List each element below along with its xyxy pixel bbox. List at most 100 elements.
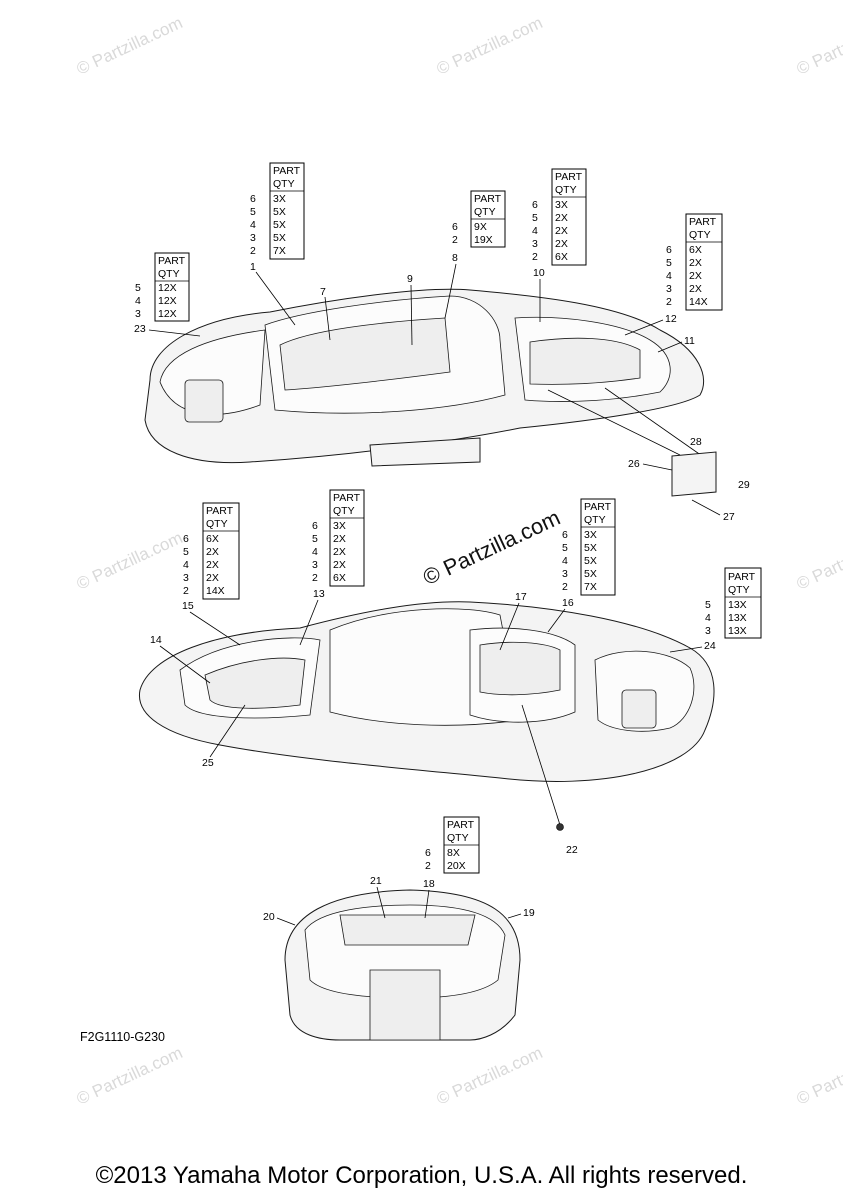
callout-18: 18 bbox=[423, 878, 435, 890]
callout-23: 23 bbox=[134, 323, 146, 335]
qty-cell: 2X bbox=[555, 238, 568, 250]
part-number: 6 bbox=[183, 533, 189, 545]
qty-cell: 5X bbox=[273, 232, 286, 244]
qty-cell: 2X bbox=[555, 225, 568, 237]
table-header: QTY bbox=[728, 584, 750, 596]
part-number: 6 bbox=[425, 847, 431, 859]
table-header: PART bbox=[158, 255, 186, 267]
table-header: PART bbox=[273, 165, 301, 177]
part-number: 6 bbox=[666, 244, 672, 256]
callout-26: 26 bbox=[628, 458, 640, 470]
qty-cell: 8X bbox=[447, 847, 460, 859]
table-header: QTY bbox=[333, 505, 355, 517]
qty-table: PART QTY 9X 19X 6 2 bbox=[452, 190, 506, 248]
qty-cell: 2X bbox=[333, 559, 346, 571]
middle-deck-drawing bbox=[138, 601, 715, 831]
qty-cell: 2X bbox=[555, 212, 568, 224]
table-header: PART bbox=[447, 819, 475, 831]
part-number: 4 bbox=[705, 612, 711, 624]
part-number: 5 bbox=[135, 282, 141, 294]
qty-table: PART QTY 3X 2X 2X 2X 6X 6 5 4 3 2 bbox=[532, 168, 587, 266]
watermark: © Partzilla.com bbox=[794, 528, 843, 594]
qty-cell: 12X bbox=[158, 282, 177, 294]
qty-cell: 7X bbox=[273, 245, 286, 257]
part-number: 6 bbox=[250, 193, 256, 205]
callout-13: 13 bbox=[313, 588, 325, 600]
part-number: 6 bbox=[312, 520, 318, 532]
qty-cell: 6X bbox=[206, 533, 219, 545]
qty-table: PART QTY 12X 12X 12X 5 4 3 bbox=[135, 252, 190, 322]
part-number: 3 bbox=[666, 283, 672, 295]
callout-1: 1 bbox=[250, 261, 256, 273]
callout-19: 19 bbox=[523, 907, 535, 919]
qty-cell: 14X bbox=[689, 296, 708, 308]
table-header: PART bbox=[206, 505, 234, 517]
part-number: 2 bbox=[562, 581, 568, 593]
qty-table: PART QTY 3X 5X 5X 5X 7X 6 5 4 3 2 bbox=[562, 498, 616, 596]
qty-table: PART QTY 3X 2X 2X 2X 6X 6 5 4 3 2 bbox=[312, 489, 365, 587]
qty-cell: 3X bbox=[333, 520, 346, 532]
part-number: 4 bbox=[135, 295, 141, 307]
watermark: © Partzilla.com bbox=[434, 13, 546, 79]
part-number: 4 bbox=[666, 270, 672, 282]
part-number: 5 bbox=[562, 542, 568, 554]
qty-table: PART QTY 6X 2X 2X 2X 14X 6 5 4 3 2 bbox=[666, 213, 723, 311]
callout-22: 22 bbox=[566, 844, 578, 856]
qty-cell: 2X bbox=[333, 546, 346, 558]
part-number: 2 bbox=[312, 572, 318, 584]
qty-cell: 9X bbox=[474, 221, 487, 233]
qty-cell: 5X bbox=[273, 206, 286, 218]
qty-table: PART QTY 3X 5X 5X 5X 7X 6 5 4 3 2 bbox=[250, 162, 305, 260]
top-deck-drawing bbox=[144, 288, 717, 497]
part-number: 3 bbox=[562, 568, 568, 580]
part-number: 4 bbox=[183, 559, 189, 571]
watermark: © Partzilla.com bbox=[74, 1043, 186, 1109]
qty-cell: 2X bbox=[689, 257, 702, 269]
qty-cell: 6X bbox=[555, 251, 568, 263]
part-number: 6 bbox=[452, 221, 458, 233]
part-number: 2 bbox=[666, 296, 672, 308]
part-number: 4 bbox=[250, 219, 256, 231]
table-header: PART bbox=[728, 571, 756, 583]
part-number: 3 bbox=[250, 232, 256, 244]
qty-cell: 5X bbox=[584, 542, 597, 554]
part-number: 5 bbox=[312, 533, 318, 545]
part-number: 3 bbox=[532, 238, 538, 250]
callout-10: 10 bbox=[533, 267, 545, 279]
part-number: 3 bbox=[312, 559, 318, 571]
qty-cell: 5X bbox=[273, 219, 286, 231]
qty-cell: 13X bbox=[728, 599, 747, 611]
qty-cell: 6X bbox=[689, 244, 702, 256]
part-number: 3 bbox=[135, 308, 141, 320]
callout-21: 21 bbox=[370, 875, 382, 887]
part-number: 5 bbox=[183, 546, 189, 558]
qty-cell: 5X bbox=[584, 555, 597, 567]
qty-cell: 20X bbox=[447, 860, 466, 872]
part-number: 5 bbox=[532, 212, 538, 224]
part-number: 5 bbox=[705, 599, 711, 611]
qty-cell: 2X bbox=[689, 283, 702, 295]
figure-code: F2G1110-G230 bbox=[80, 1030, 166, 1044]
qty-cell: 2X bbox=[206, 572, 219, 584]
table-header: QTY bbox=[447, 832, 469, 844]
table-header: QTY bbox=[158, 268, 180, 280]
part-number: 3 bbox=[705, 625, 711, 637]
watermark: © Partzilla.com bbox=[794, 1043, 843, 1109]
part-number: 2 bbox=[250, 245, 256, 257]
qty-cell: 13X bbox=[728, 612, 747, 624]
part-number: 6 bbox=[562, 529, 568, 541]
part-number: 5 bbox=[666, 257, 672, 269]
callout-17: 17 bbox=[515, 591, 527, 603]
part-number: 3 bbox=[183, 572, 189, 584]
copyright-notice: ©2013 Yamaha Motor Corporation, U.S.A. A… bbox=[95, 1162, 748, 1189]
watermark: © Partzilla.com bbox=[74, 528, 186, 594]
qty-cell: 12X bbox=[158, 308, 177, 320]
table-header: PART bbox=[474, 193, 502, 205]
qty-cell: 2X bbox=[206, 559, 219, 571]
qty-cell: 14X bbox=[206, 585, 225, 597]
table-header: PART bbox=[689, 216, 717, 228]
table-header: PART bbox=[584, 501, 612, 513]
qty-cell: 3X bbox=[273, 193, 286, 205]
qty-cell: 2X bbox=[689, 270, 702, 282]
